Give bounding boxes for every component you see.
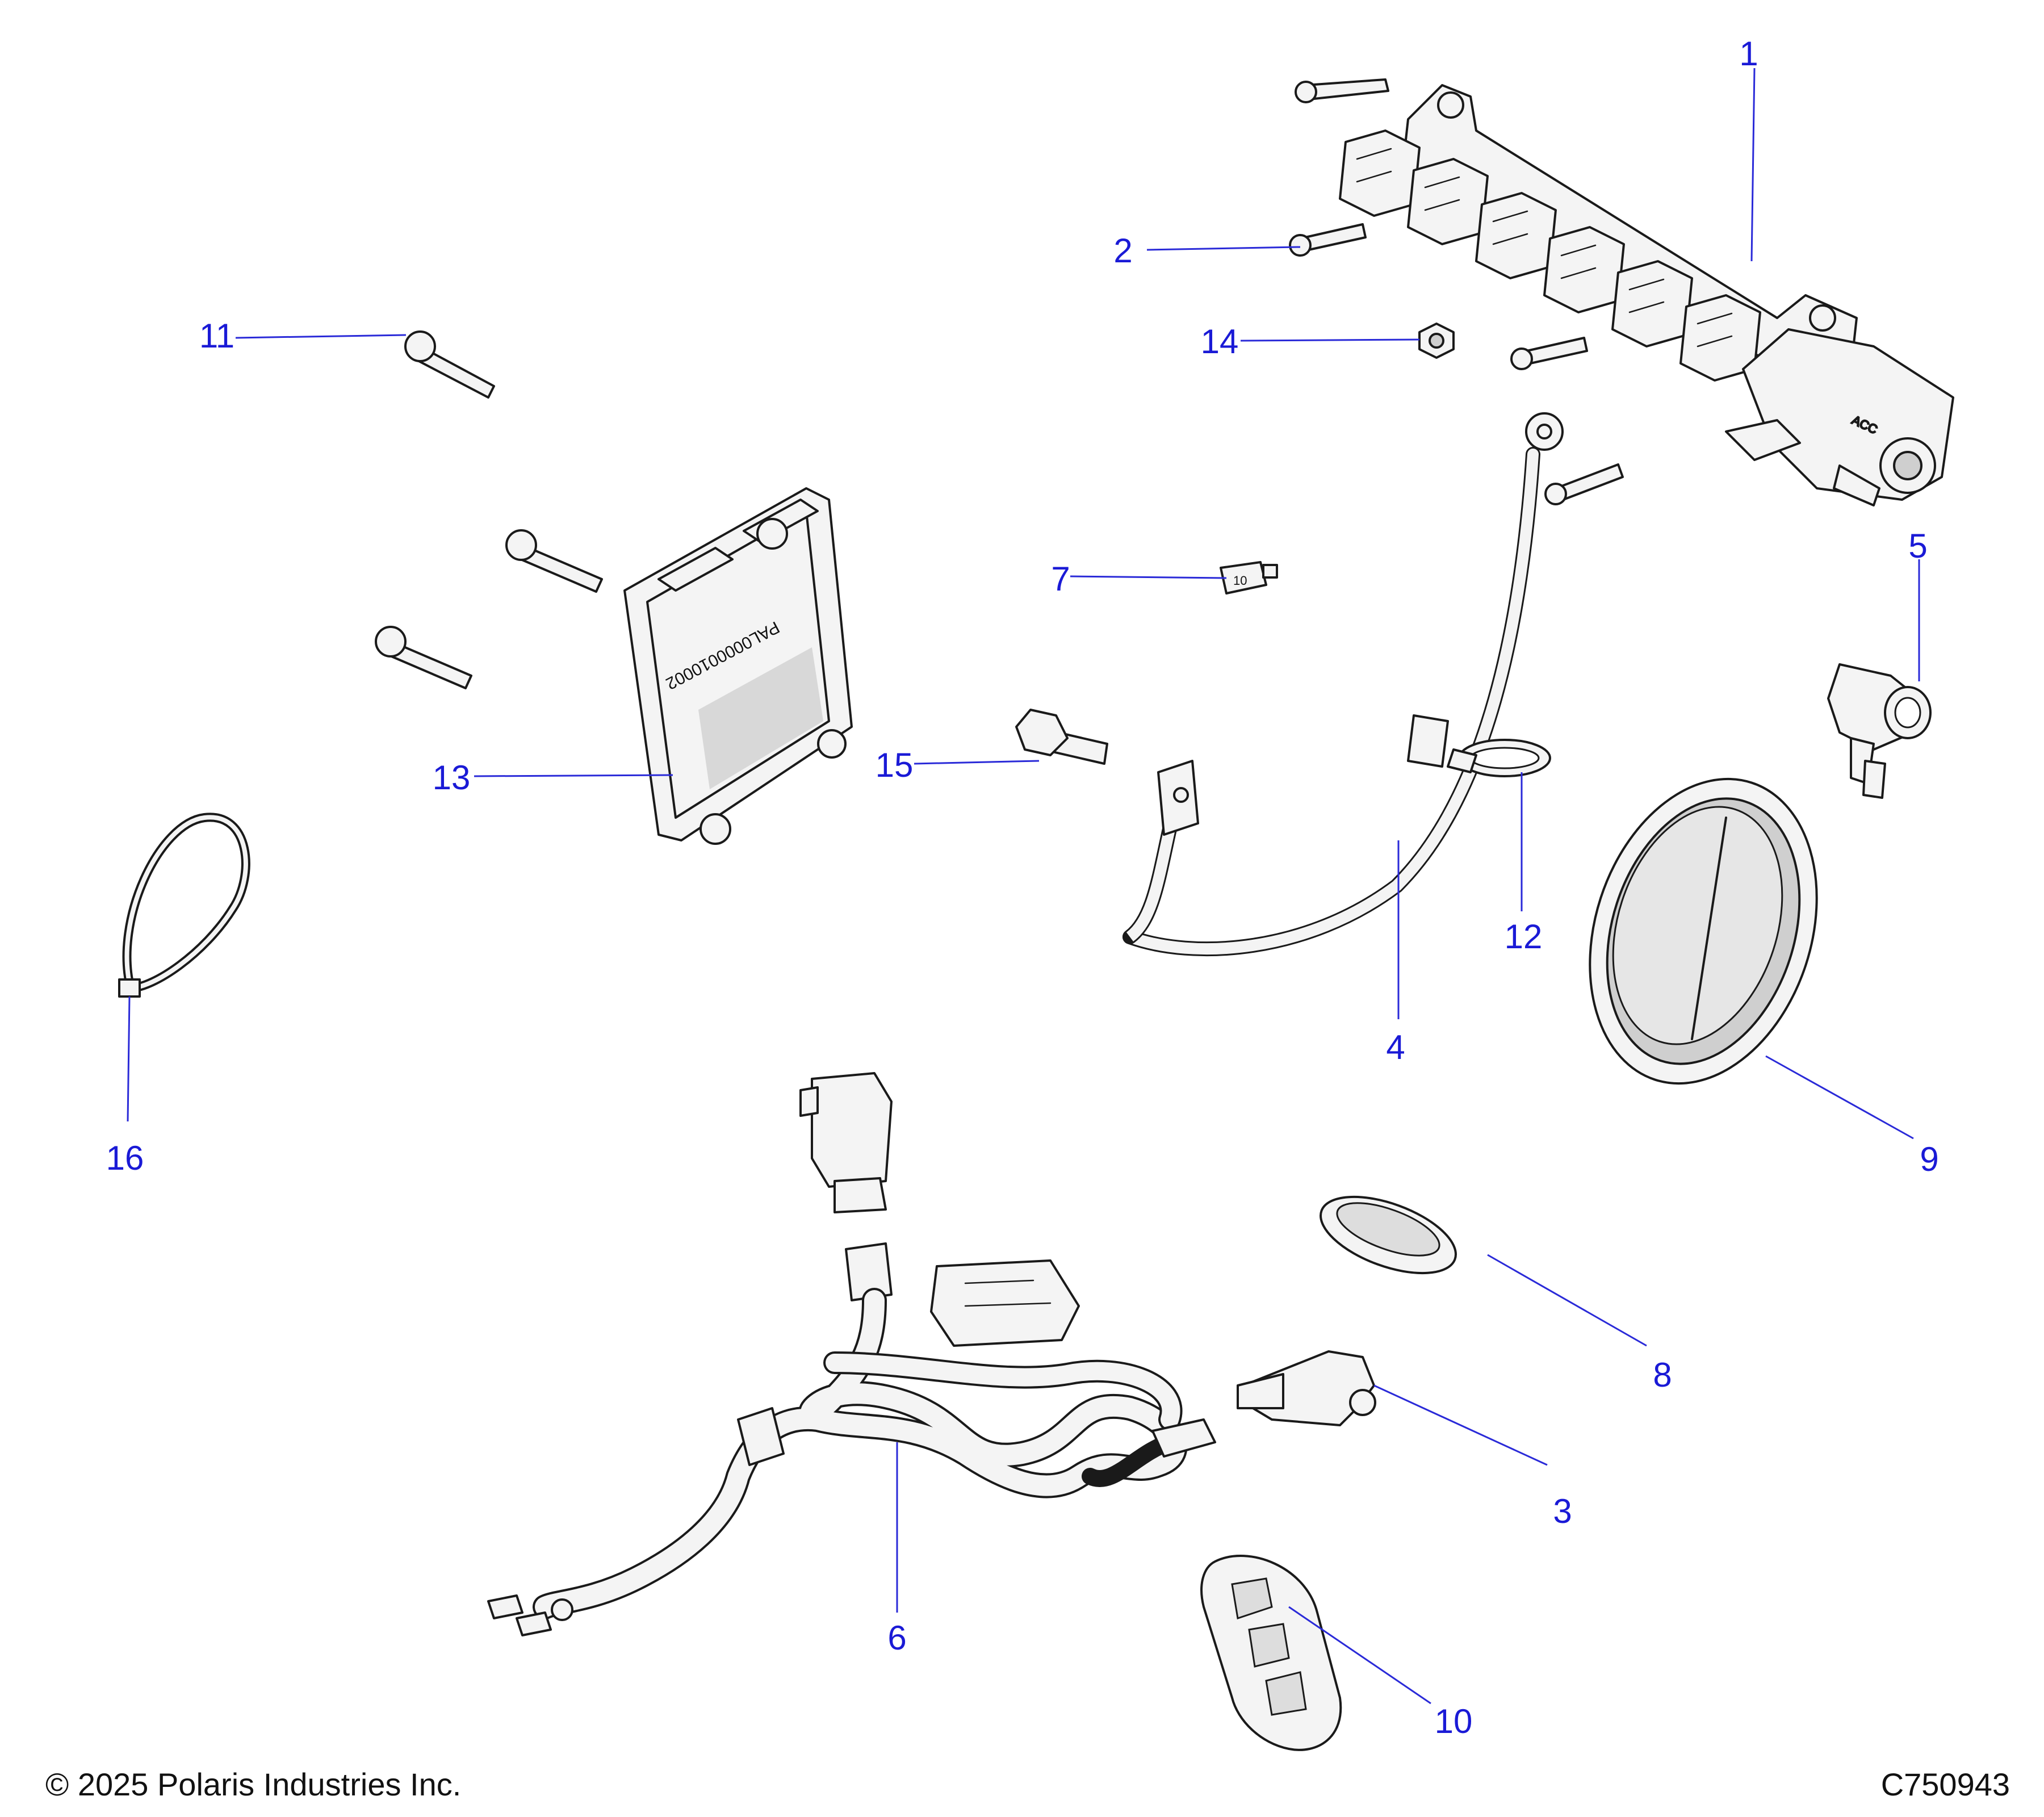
screw-icon [1510, 337, 1588, 370]
flange-bolt-icon [1015, 709, 1108, 765]
sensor-connector [1237, 1350, 1376, 1426]
callout-3: 3 [1553, 1492, 1572, 1530]
large-grommet [1589, 777, 1818, 1085]
callout-9: 9 [1920, 1140, 1938, 1178]
wire-harness [487, 1072, 1216, 1636]
fuse-icon: 10 [1220, 561, 1278, 594]
bolt-icon [505, 529, 603, 593]
battery-cable [1122, 412, 1564, 957]
callout-13: 13 [433, 759, 471, 797]
screw-icon [1295, 78, 1389, 103]
fuse-relay-block: ACC [1339, 84, 1954, 506]
callout-15: 15 [876, 746, 914, 784]
screw-icon [1289, 223, 1367, 257]
control-module: PAL0000010002 [623, 487, 853, 845]
connector-clip-icon [1827, 663, 1932, 799]
leader-lines [127, 68, 1920, 1705]
nut-icon [1418, 323, 1455, 359]
callout-12: 12 [1505, 918, 1543, 956]
callout-1: 1 [1739, 35, 1758, 73]
callout-10: 10 [1435, 1702, 1473, 1740]
cable-tie-icon [118, 813, 250, 998]
callout-2: 2 [1113, 232, 1132, 270]
oval-grommet [1200, 1555, 1342, 1751]
drawing-number: C750943 [1881, 1766, 2010, 1802]
callout-8: 8 [1653, 1356, 1672, 1394]
callout-7: 7 [1051, 560, 1070, 598]
bolt-icon [404, 330, 495, 399]
callout-14: 14 [1201, 323, 1239, 361]
callout-6: 6 [887, 1619, 906, 1657]
bolt-icon [375, 626, 472, 689]
callout-4: 4 [1386, 1028, 1405, 1066]
copyright-notice: © 2025 Polaris Industries Inc. [45, 1766, 461, 1802]
callout-labels: 1 2 3 4 5 6 7 8 9 10 11 12 13 14 15 16 [106, 35, 1939, 1740]
fuse-label: 10 [1233, 573, 1247, 588]
callout-11: 11 [199, 317, 234, 355]
screw-icon [1544, 463, 1624, 505]
clamp-icon [1447, 739, 1551, 777]
grommet [1320, 1195, 1457, 1275]
callout-5: 5 [1908, 527, 1927, 565]
callout-16: 16 [106, 1139, 144, 1177]
